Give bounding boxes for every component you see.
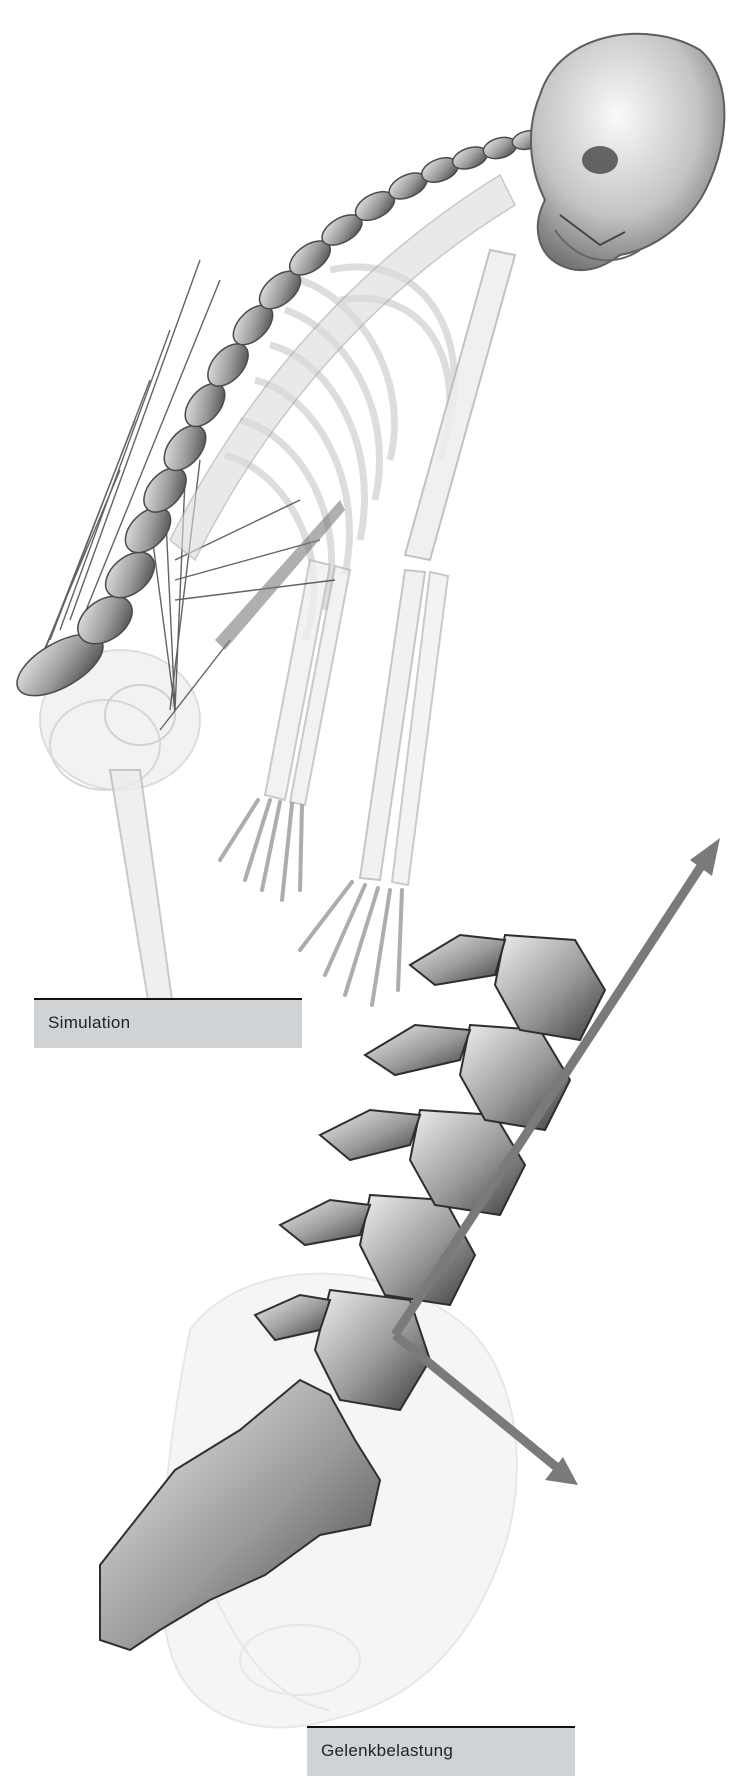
lumbar-figure	[100, 838, 720, 1727]
femur	[110, 770, 172, 1000]
caption-joint-load-text: Gelenkbelastung	[321, 1741, 453, 1761]
hand-left	[220, 800, 302, 900]
caption-simulation: Simulation	[34, 998, 302, 1048]
vertebra-l1	[495, 935, 605, 1040]
caption-joint-load: Gelenkbelastung	[307, 1726, 575, 1776]
skeleton-figure	[7, 34, 724, 1005]
skull	[531, 34, 724, 270]
hand-right	[300, 882, 402, 1005]
caption-simulation-text: Simulation	[48, 1013, 130, 1033]
